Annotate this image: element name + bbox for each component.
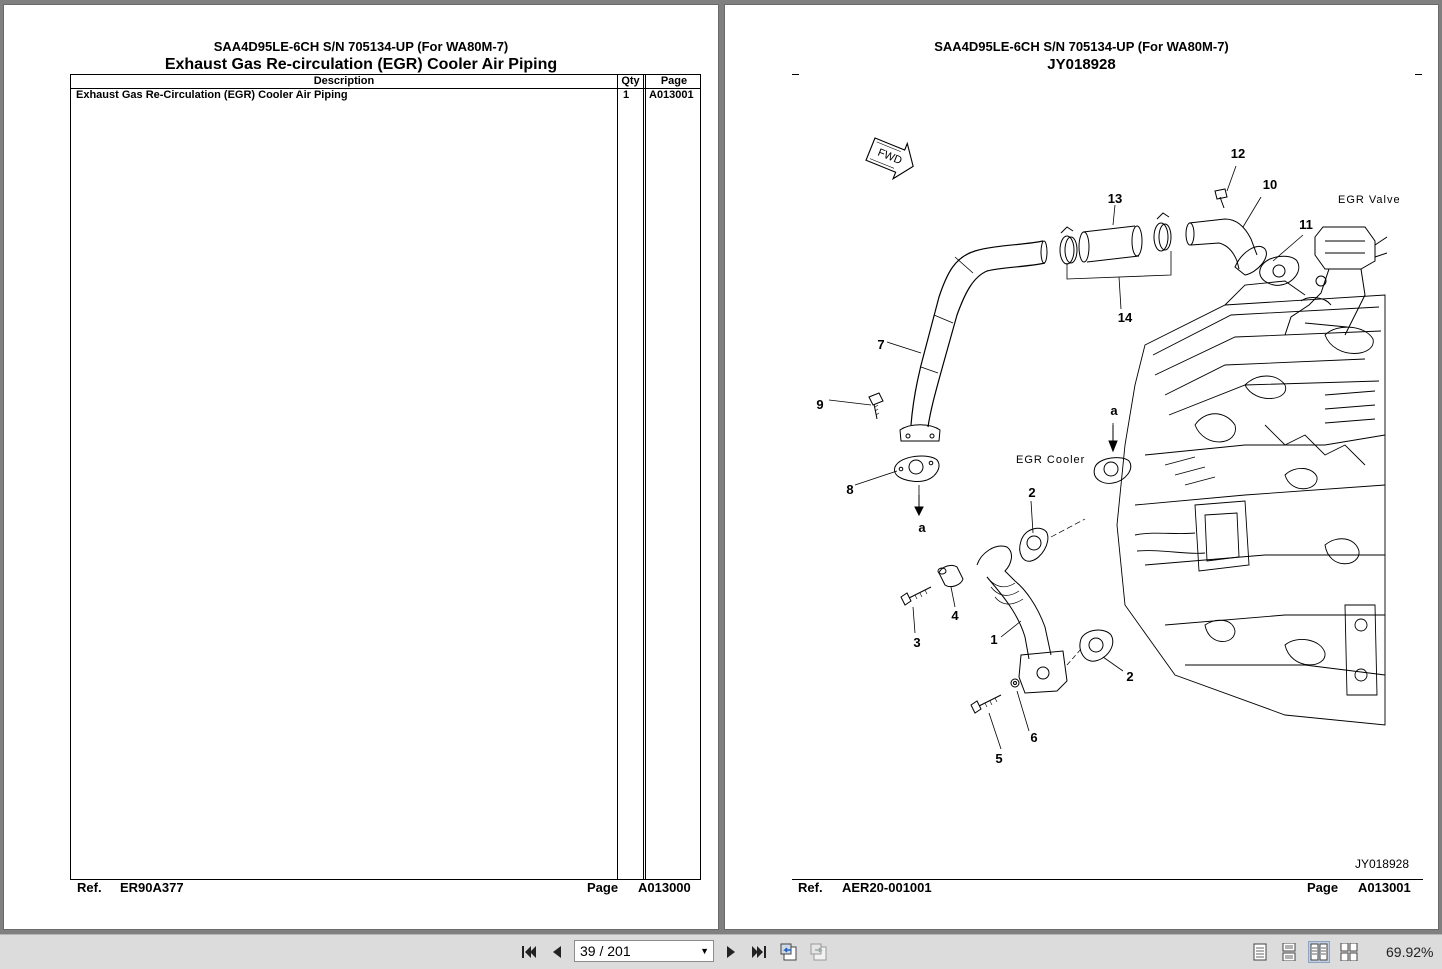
document-viewport[interactable]: SAA4D95LE-6CH S/N 705134-UP (For WA80M-7… xyxy=(0,0,1442,934)
egr-valve xyxy=(1284,226,1388,336)
left-page-title: Exhaust Gas Re-circulation (EGR) Cooler … xyxy=(164,56,558,73)
callout-14: 14 xyxy=(1118,310,1133,325)
hose-13 xyxy=(1082,225,1140,263)
pipe-10 xyxy=(1188,218,1258,270)
col-header-qty: Qty xyxy=(621,75,640,87)
clamp-left xyxy=(1059,226,1078,265)
gasket-2-lower xyxy=(1079,629,1114,662)
next-page-icon xyxy=(727,946,735,958)
two-up-view-button[interactable] xyxy=(1308,941,1330,963)
pipe-1 xyxy=(976,545,1052,660)
callout-2-upper: 2 xyxy=(1028,485,1035,500)
right-ref-value: AER20-001001 xyxy=(842,880,932,895)
two-up-icon xyxy=(1310,943,1328,961)
callout-12: 12 xyxy=(1231,146,1245,161)
callout-7: 7 xyxy=(877,337,884,352)
page-number-select[interactable]: 39 / 201 ▼ xyxy=(574,940,714,962)
first-page-button[interactable] xyxy=(518,941,540,963)
callout-3: 3 xyxy=(913,635,920,650)
first-page-icon xyxy=(522,946,536,958)
left-page: SAA4D95LE-6CH S/N 705134-UP (For WA80M-7… xyxy=(4,5,718,929)
previous-page-icon xyxy=(553,946,561,958)
right-drawing-id: JY018928 xyxy=(1047,56,1116,73)
callout-a-lower: a xyxy=(918,520,926,535)
chevron-down-icon: ▼ xyxy=(700,946,709,956)
col-header-page: Page xyxy=(660,75,688,87)
gasket-2-upper xyxy=(1019,527,1049,562)
zoom-level[interactable]: 69.92% xyxy=(1386,944,1434,960)
callout-10: 10 xyxy=(1263,177,1277,192)
callout-5: 5 xyxy=(995,751,1002,766)
clamp-right xyxy=(1153,212,1172,252)
parts-index-table: Description Qty Page Exhaust Gas Re-Circ… xyxy=(70,74,701,880)
left-page-value: A013000 xyxy=(638,880,691,895)
row-page-link[interactable]: A013001 xyxy=(649,89,694,101)
viewer-toolbar: 39 / 201 ▼ 69.92% xyxy=(0,934,1442,969)
left-model-line: SAA4D95LE-6CH S/N 705134-UP (For WA80M-7… xyxy=(213,39,509,54)
col-header-description: Description xyxy=(313,75,375,87)
two-up-continuous-icon xyxy=(1340,943,1358,961)
gasket-11 xyxy=(1259,255,1300,286)
right-ref-label: Ref. xyxy=(798,880,823,895)
right-page: SAA4D95LE-6CH S/N 705134-UP (For WA80M-7… xyxy=(725,5,1438,929)
diagram-corner-code: JY018928 xyxy=(1355,857,1409,871)
single-page-icon xyxy=(1253,943,1267,961)
single-page-view-button[interactable] xyxy=(1249,941,1271,963)
left-ref-value: ER90A377 xyxy=(120,880,184,895)
gasket-8 xyxy=(894,455,940,482)
bolt-3 xyxy=(900,586,932,606)
row-qty: 1 xyxy=(623,89,630,101)
go-forward-view-button[interactable] xyxy=(808,941,830,963)
two-up-continuous-view-button[interactable] xyxy=(1338,941,1360,963)
callout-1: 1 xyxy=(990,632,997,647)
right-page-value: A013001 xyxy=(1358,880,1411,895)
egr-cooler-label: EGR Cooler xyxy=(1016,454,1085,466)
row-description[interactable]: Exhaust Gas Re-Circulation (EGR) Cooler … xyxy=(76,89,348,101)
go-forward-view-icon xyxy=(810,943,827,961)
continuous-page-icon xyxy=(1282,943,1296,961)
callout-6: 6 xyxy=(1030,730,1037,745)
bolt-9 xyxy=(868,392,884,420)
page-number-text: 39 / 201 xyxy=(580,943,631,959)
sleeve-4 xyxy=(938,564,964,588)
right-page-label: Page xyxy=(1307,880,1339,895)
continuous-view-button[interactable] xyxy=(1278,941,1300,963)
callout-a-upper: a xyxy=(1110,403,1118,418)
exploded-parts-diagram: FWD EGR Valve EGR Cooler 12 10 11 13 14 … xyxy=(816,137,1409,871)
washer-6 xyxy=(1010,678,1020,688)
fwd-label: FWD xyxy=(876,147,904,168)
go-back-view-button[interactable] xyxy=(778,941,800,963)
callout-13: 13 xyxy=(1108,191,1122,206)
left-page-label: Page xyxy=(587,880,619,895)
callout-9: 9 xyxy=(816,397,823,412)
callout-2-lower: 2 xyxy=(1126,669,1133,684)
go-back-view-icon xyxy=(780,943,797,961)
last-page-button[interactable] xyxy=(748,941,770,963)
left-ref-label: Ref. xyxy=(77,880,102,895)
fwd-arrow-icon xyxy=(865,137,914,181)
bolt-12 xyxy=(1214,188,1228,209)
right-model-line: SAA4D95LE-6CH S/N 705134-UP (For WA80M-7… xyxy=(934,39,1229,54)
egr-valve-label: EGR Valve xyxy=(1338,194,1401,206)
callout-4: 4 xyxy=(951,608,959,623)
engine-block xyxy=(1116,280,1386,726)
last-page-icon xyxy=(752,946,766,958)
callout-11: 11 xyxy=(1299,217,1313,232)
next-page-button[interactable] xyxy=(720,941,742,963)
bolt-5 xyxy=(970,694,1002,714)
pipe-7 xyxy=(910,240,1044,426)
callout-8: 8 xyxy=(846,482,853,497)
previous-page-button[interactable] xyxy=(546,941,568,963)
